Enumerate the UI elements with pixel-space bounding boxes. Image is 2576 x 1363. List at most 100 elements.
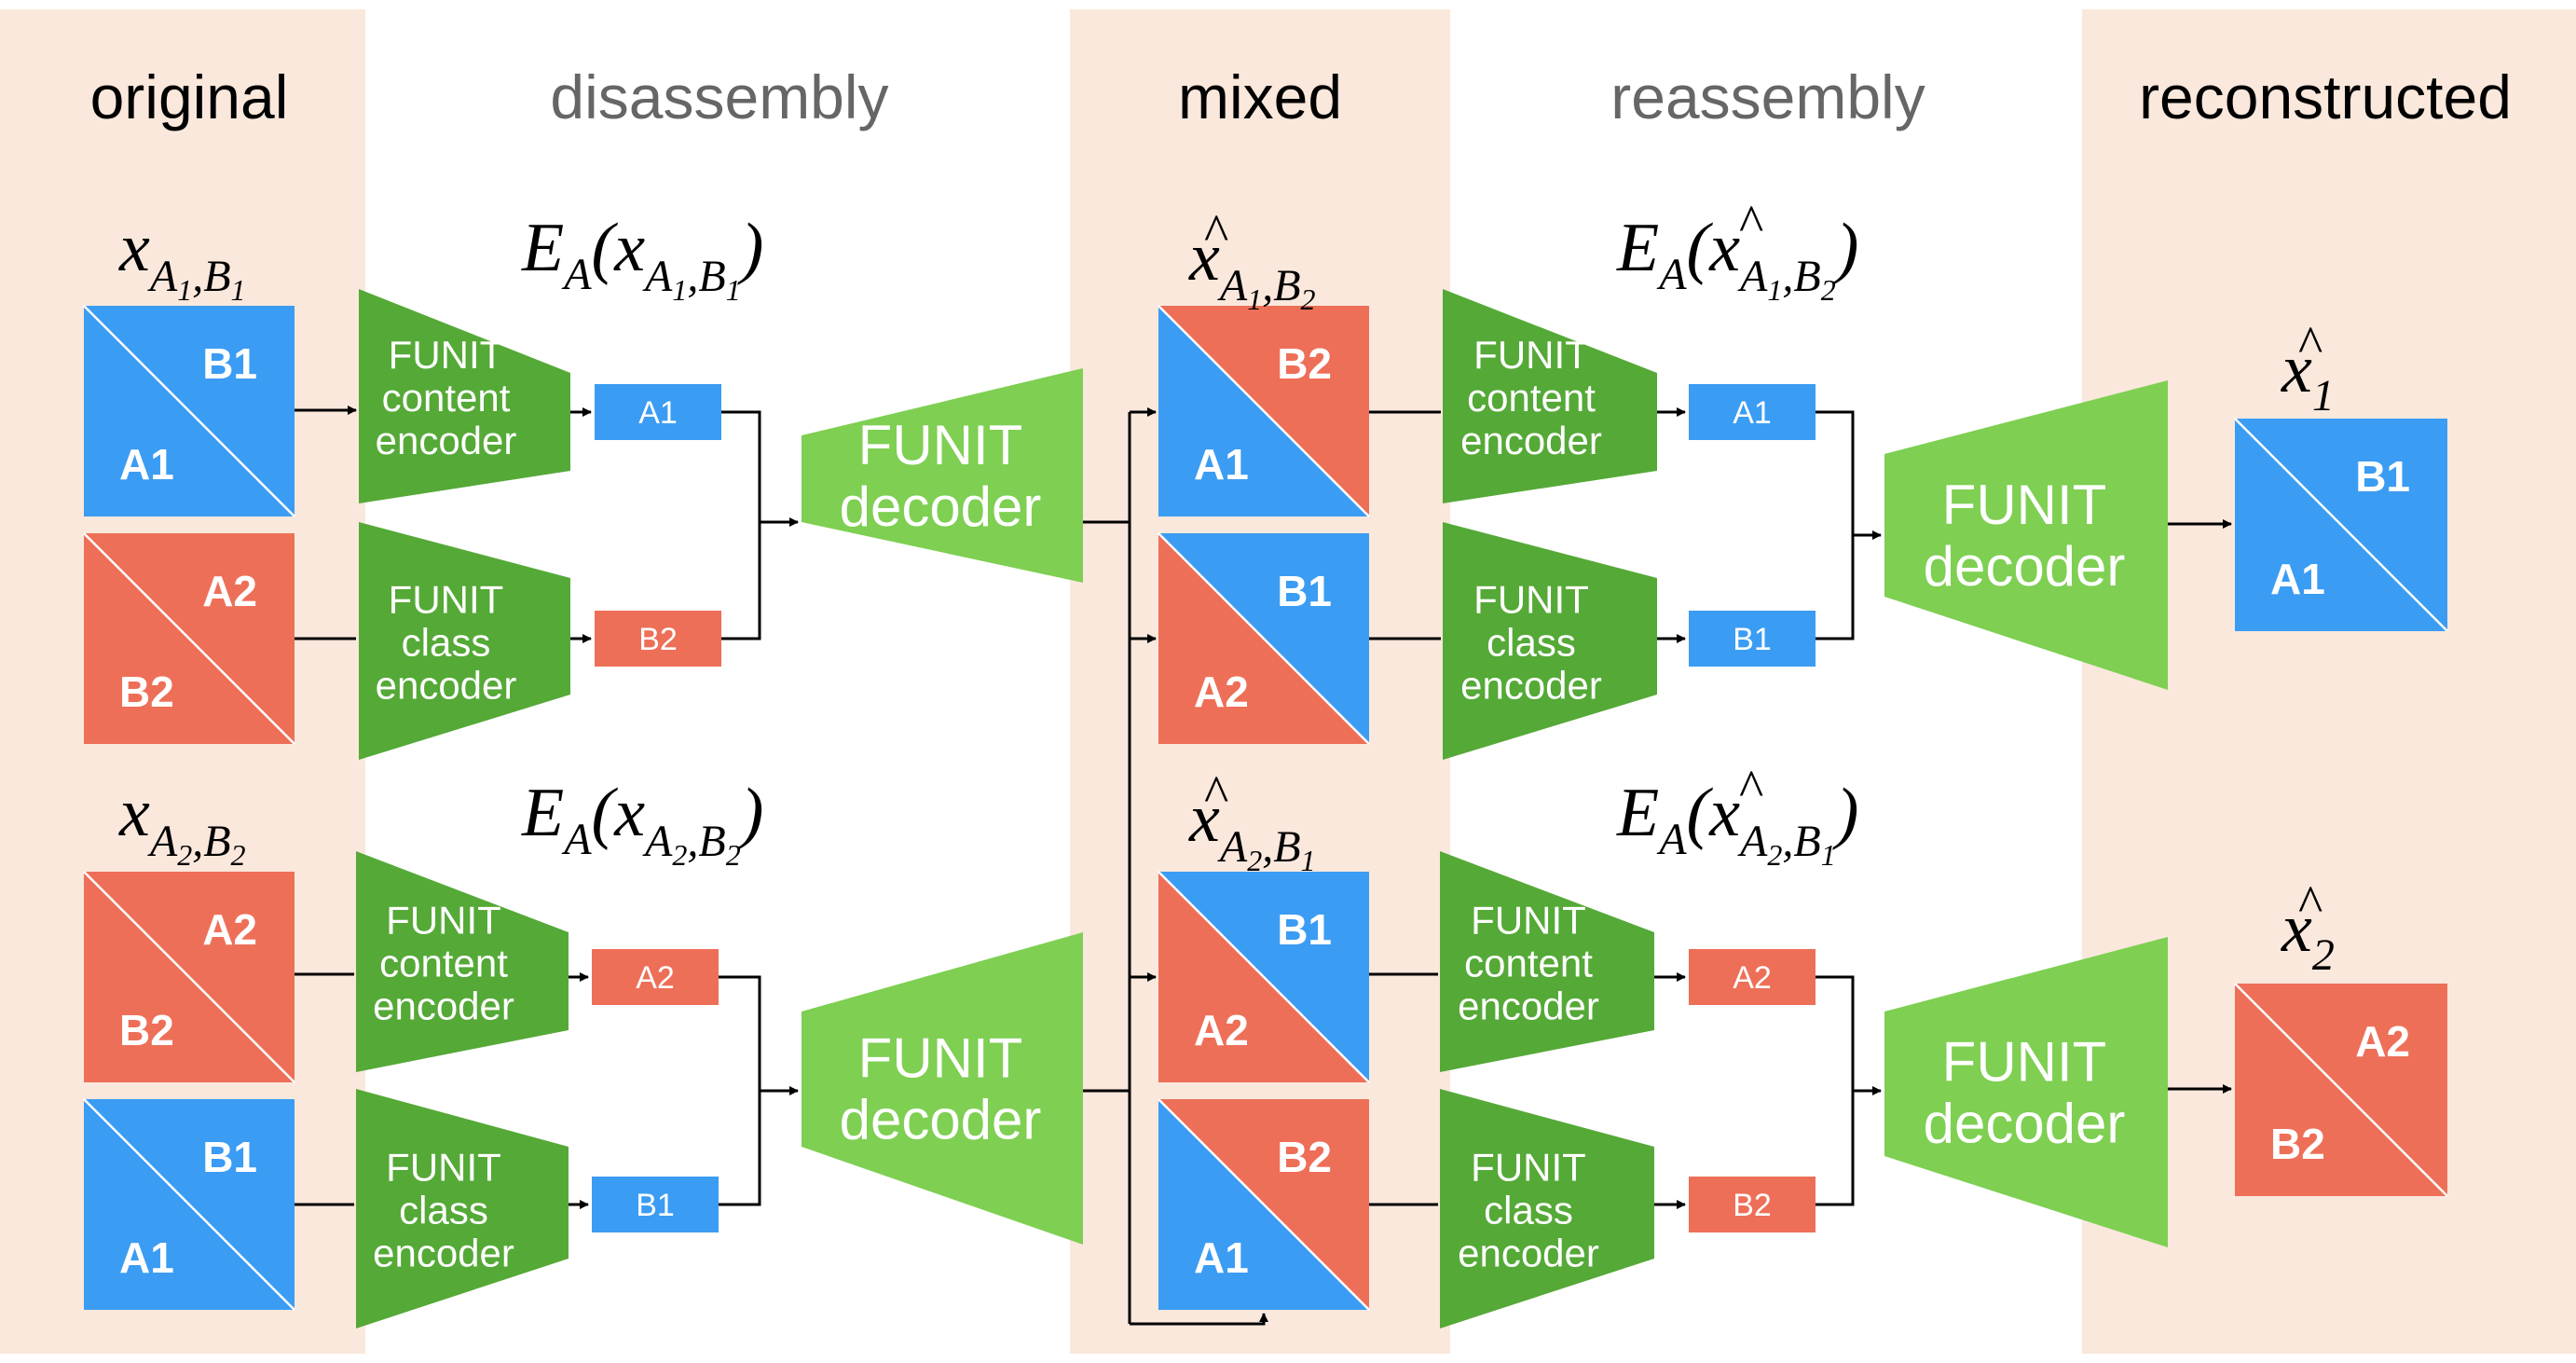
math-labels: xA1,B1 xA2,B2 EA(xA1,B1) EA(xA2,B2) ^ xA…: [118, 195, 2335, 980]
decoder-label-line: FUNIT: [858, 414, 1023, 476]
encoder-label-line: encoder: [373, 1232, 514, 1275]
decoder-label-line: decoder: [840, 1089, 1042, 1151]
square-label-bottom: A1: [119, 440, 174, 489]
math-x-a1-b1: xA1,B1: [118, 210, 246, 307]
square-diagonal: [1158, 305, 1370, 517]
wire-dec2-to-mixed-a1-b2: [1130, 1313, 1268, 1326]
codebox-rect: [1689, 384, 1816, 440]
encoder-shape: [1443, 522, 1657, 760]
square-diagonal: [83, 871, 295, 1083]
encoder-label-line: class: [402, 621, 491, 665]
encoder-shape: [356, 851, 569, 1072]
square-diagonal: [2234, 983, 2448, 1197]
encoder-label-line: FUNIT: [1471, 899, 1586, 943]
square-label-top: B1: [202, 339, 257, 388]
square-diagonal: [2234, 418, 2448, 632]
square-label-bottom: A1: [2270, 555, 2325, 603]
header-reassembly: reassembly: [1610, 62, 1925, 131]
math-hat-x-a2-b1: xA2,B1: [1188, 780, 1316, 877]
codebox-label: B1: [636, 1188, 675, 1223]
square-label-bottom: B2: [2270, 1120, 2325, 1168]
decoder-label-line: FUNIT: [1942, 474, 2107, 536]
wire-merge-4: [1816, 975, 1855, 1206]
encoder-label-line: FUNIT: [386, 899, 501, 943]
header-reconstructed: reconstructed: [2139, 62, 2512, 131]
math-ea-x-a1-b1: EA(xA1,B1): [521, 210, 763, 307]
math-ea-hat-a1-b2-hat: ^: [1739, 195, 1763, 253]
square-label-bottom: A2: [1194, 1006, 1249, 1054]
wire-merge-1: [721, 410, 761, 640]
codebox-code-a2-2: A2: [1689, 949, 1816, 1005]
codebox-code-a1-2: A1: [1689, 384, 1816, 440]
square-label-top: B1: [1277, 905, 1332, 954]
codebox-label: B2: [1733, 1188, 1772, 1223]
encoder-label-line: content: [1467, 376, 1596, 420]
decoder-label-line: FUNIT: [1942, 1031, 2107, 1094]
encoder-label-line: FUNIT: [1473, 578, 1589, 622]
codebox-code-b1-2: B1: [1689, 611, 1816, 667]
square-label-bottom: A1: [1194, 1233, 1249, 1282]
encoder-label-line: FUNIT: [1473, 333, 1589, 377]
decoder-label-line: decoder: [1924, 535, 2126, 598]
codebox-rect: [1689, 949, 1816, 1005]
encoder-label-line: encoder: [376, 419, 517, 462]
decoder-shape: [802, 932, 1083, 1245]
square-diagonal: [1158, 1098, 1370, 1311]
codebox-rect: [595, 611, 721, 667]
math-hat-x-a1-b2: xA1,B2: [1188, 219, 1316, 316]
codebox-code-b2-2: B2: [1689, 1177, 1816, 1232]
square-label-bottom: A1: [1194, 440, 1249, 489]
square-diagonal: [83, 1098, 295, 1311]
square-label-bottom: A2: [1194, 668, 1249, 716]
square-label-top: B1: [2355, 452, 2410, 501]
wire-merge-3: [1816, 410, 1855, 640]
encoder-label-line: class: [399, 1189, 488, 1232]
encoder-shape: [359, 289, 570, 503]
math-ea-hat-x-a2-b1: EA(xA2,B1): [1616, 775, 1858, 872]
encoder-label-line: content: [1464, 942, 1593, 985]
square-label-top: B1: [1277, 567, 1332, 615]
encoder-label-line: FUNIT: [389, 578, 504, 622]
encoder-label-line: encoder: [1460, 664, 1602, 708]
decoder-shape: [802, 368, 1083, 583]
decoder-label-line: decoder: [840, 475, 1042, 538]
encoder-label-line: FUNIT: [386, 1146, 501, 1190]
square-label-top: B1: [202, 1133, 257, 1181]
encoder-label-line: content: [379, 942, 508, 985]
square-label-top: A2: [2355, 1017, 2410, 1066]
codebox-code-a1-1: A1: [595, 384, 721, 440]
codebox-code-b1-1: B1: [592, 1177, 719, 1232]
encoder-shape: [1440, 851, 1654, 1072]
codebox-rect: [595, 384, 721, 440]
square-diagonal: [1158, 532, 1370, 745]
codebox-label: A2: [1733, 960, 1772, 996]
encoder-label-line: FUNIT: [1471, 1146, 1586, 1190]
math-ea-x-a2-b2: EA(xA2,B2): [521, 775, 763, 872]
decoder-label-line: FUNIT: [858, 1027, 1023, 1090]
square-label-top: B2: [1277, 339, 1332, 388]
codebox-rect: [1689, 611, 1816, 667]
square-label-bottom: A1: [119, 1233, 174, 1282]
column-headers: original disassembly mixed reassembly re…: [90, 62, 2512, 131]
encoders: FUNITcontentencoderFUNITclassencoderFUNI…: [356, 289, 1657, 1329]
square-diagonal: [83, 532, 295, 745]
square-label-bottom: B2: [119, 668, 174, 716]
encoder-label-line: content: [382, 376, 511, 420]
codebox-label: B1: [1733, 622, 1772, 657]
